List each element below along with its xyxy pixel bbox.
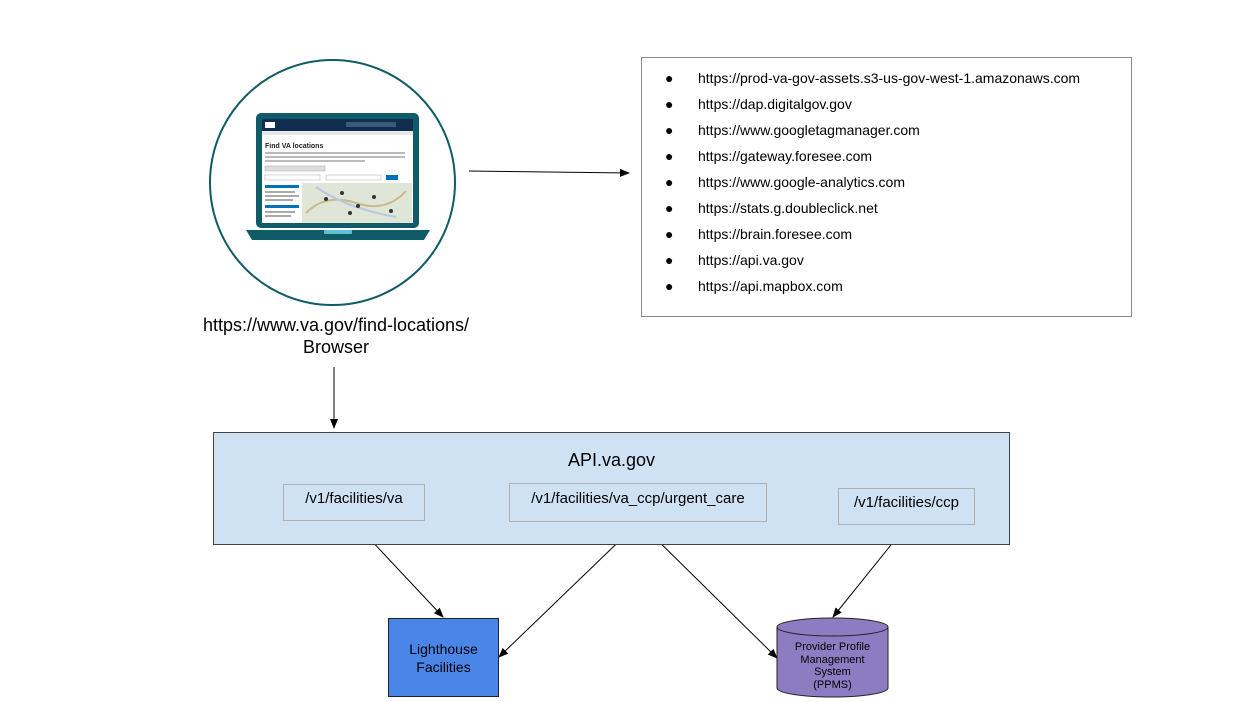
- domain-list-item: ● https://dap.digitalgov.gov: [642, 95, 1131, 121]
- bullet-icon: ●: [665, 252, 674, 268]
- lighthouse-facilities-node: Lighthouse Facilities: [388, 618, 499, 697]
- bullet-icon: ●: [665, 200, 674, 216]
- domain-text: https://stats.g.doubleclick.net: [698, 200, 878, 216]
- domain-text: https://api.va.gov: [698, 252, 804, 268]
- domain-list: ● https://prod-va-gov-assets.s3-us-gov-we…: [642, 69, 1131, 303]
- bullet-icon: ●: [665, 226, 674, 242]
- browser-label: Browser: [302, 337, 369, 357]
- domain-list-item: ● https://www.googletagmanager.com: [642, 121, 1131, 147]
- external-domains-box: ● https://prod-va-gov-assets.s3-us-gov-we…: [641, 57, 1132, 317]
- domain-list-item: ● https://www.google-analytics.com: [642, 173, 1131, 199]
- bullet-icon: ●: [665, 96, 674, 112]
- ppms-label-line4: (PPMS): [813, 678, 852, 691]
- domain-list-item: ● https://gateway.foresee.com: [642, 147, 1131, 173]
- domain-text: https://brain.foresee.com: [698, 226, 853, 242]
- domain-list-item: ● https://api.va.gov: [642, 251, 1131, 277]
- database-icon: [776, 617, 889, 698]
- bullet-icon: ●: [665, 70, 674, 86]
- domain-list-item: ● https://brain.foresee.com: [642, 225, 1131, 251]
- domain-text: https://api.mapbox.com: [698, 278, 843, 294]
- browser-url: https://www.va.gov/find-locations/: [202, 315, 470, 335]
- laptop-icon: Find VA locations: [246, 113, 430, 240]
- domain-text: https://dap.digitalgov.gov: [698, 96, 852, 112]
- bullet-icon: ●: [665, 148, 674, 164]
- ppms-node-label: Provider Profile Management System (PPMS…: [776, 641, 889, 691]
- lighthouse-label-line1: Lighthouse: [409, 640, 478, 657]
- lighthouse-label-line2: Facilities: [416, 658, 471, 675]
- domain-list-item: ● https://prod-va-gov-assets.s3-us-gov-we…: [642, 69, 1131, 95]
- domain-text: https://www.googletagmanager.com: [698, 122, 920, 138]
- ppms-label-line1: Provider Profile: [794, 641, 871, 653]
- domain-list-item: ● https://api.mapbox.com: [642, 277, 1131, 303]
- bullet-icon: ●: [665, 174, 674, 190]
- endpoint-facilities-va: /v1/facilities/va: [283, 484, 425, 521]
- ppms-label-line3: System: [814, 666, 851, 678]
- domain-text: https://gateway.foresee.com: [698, 148, 873, 164]
- api-title: API.va.gov: [567, 450, 656, 470]
- ppms-label-line2: Management: [800, 653, 865, 666]
- domain-text: https://www.google-analytics.com: [698, 174, 905, 190]
- svg-text:Find VA locations: Find VA locations: [265, 143, 323, 150]
- domain-text: https://prod-va-gov-assets.s3-us-gov-wes…: [698, 70, 1081, 86]
- domain-list-item: ● https://stats.g.doubleclick.net: [642, 199, 1131, 225]
- bullet-icon: ●: [665, 122, 674, 138]
- endpoint-facilities-va-ccp-urgent-care: /v1/facilities/va_ccp/urgent_care: [509, 483, 767, 522]
- endpoint-facilities-ccp: /v1/facilities/ccp: [838, 488, 975, 525]
- bullet-icon: ●: [665, 278, 674, 294]
- arrow-browser-to-domains: [468, 168, 630, 177]
